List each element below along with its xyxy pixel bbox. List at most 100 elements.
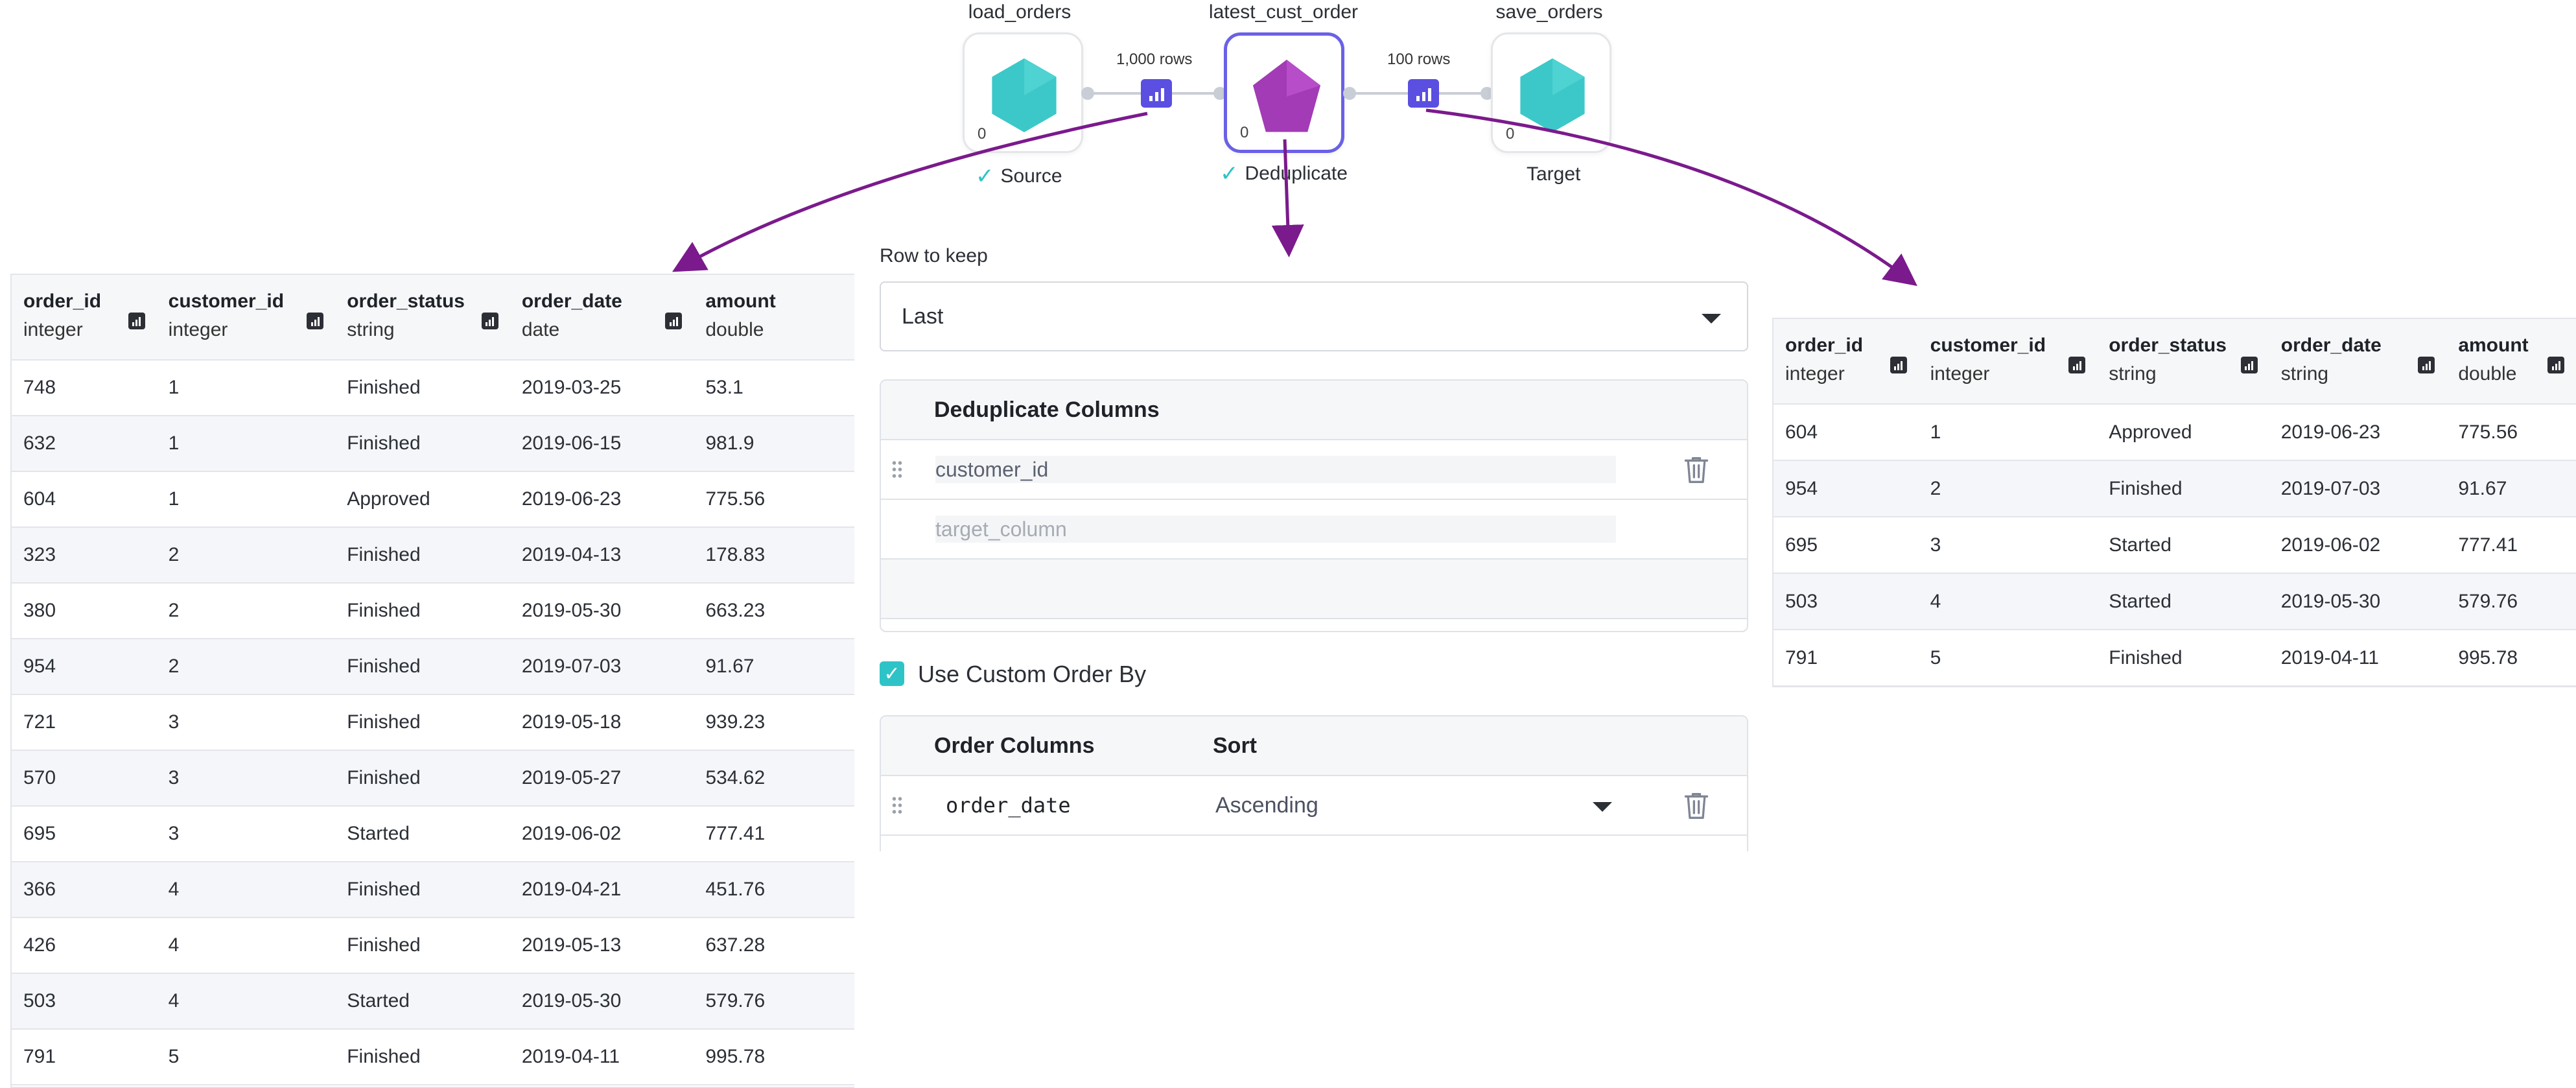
trash-icon[interactable]: [1682, 790, 1711, 822]
table-cell: Approved: [2109, 421, 2192, 443]
table-cell: 775.56: [705, 488, 766, 510]
table-cell: 604: [1785, 421, 1818, 443]
node-name-latest-cust-order: latest_cust_order: [1208, 1, 1359, 23]
table-cell: Finished: [2109, 646, 2183, 668]
table-cell: 91.67: [2458, 477, 2507, 499]
table-cell: 2019-04-11: [521, 1046, 620, 1067]
table-cell: 2019-06-23: [2280, 421, 2381, 443]
order-columns-panel: Order Columns Sort order_date Ascending: [880, 715, 1748, 851]
column-header[interactable]: amount double: [2446, 319, 2576, 403]
column-stats-icon[interactable]: [2418, 357, 2435, 373]
column-stats-icon[interactable]: [307, 313, 324, 329]
dedupe-columns-panel: Deduplicate Columns customer_id target_c…: [880, 379, 1748, 632]
dedupe-column-placeholder-input[interactable]: target_column: [935, 515, 1616, 543]
table-cell: 366: [23, 879, 56, 900]
edge-port: [1343, 87, 1356, 100]
table-cell: 775.56: [2458, 421, 2518, 443]
edge-port: [1213, 87, 1226, 100]
sort-select[interactable]: Ascending: [1215, 793, 1318, 818]
column-stats-icon[interactable]: [2240, 357, 2258, 373]
table-cell: 1: [168, 377, 180, 398]
table-cell: Finished: [347, 377, 421, 398]
table-cell: 2019-07-03: [2280, 477, 2381, 499]
column-header[interactable]: order_status string: [2097, 319, 2269, 403]
column-header[interactable]: customer_id integer: [157, 275, 336, 359]
table-cell: Approved: [347, 488, 430, 510]
node-load-orders[interactable]: 0: [963, 32, 1083, 153]
table-cell: Finished: [347, 767, 421, 788]
edge-port: [1481, 87, 1493, 100]
table-cell: 1: [1930, 421, 1941, 443]
dedupe-column-input[interactable]: customer_id: [935, 456, 1616, 483]
column-stats-icon[interactable]: [2547, 357, 2564, 373]
arrow-to-input-table: [672, 112, 1148, 272]
sort-header: Sort: [1213, 733, 1257, 758]
trash-icon[interactable]: [1682, 455, 1711, 486]
list-item: target_column: [881, 500, 1747, 560]
table-cell: 2019-06-02: [521, 823, 622, 844]
table-cell: Finished: [347, 711, 421, 733]
column-stats-icon[interactable]: [665, 313, 683, 329]
table-cell: 426: [23, 934, 56, 956]
table-cell: 2019-05-27: [521, 767, 622, 788]
order-column-name[interactable]: order_date: [946, 793, 1071, 818]
chevron-down-icon[interactable]: [1593, 802, 1612, 812]
table-cell: 748: [23, 377, 56, 398]
drag-handle-icon[interactable]: [891, 796, 903, 815]
column-stats-icon[interactable]: [481, 313, 498, 329]
table-cell: 2: [168, 656, 180, 677]
table-cell: 1: [168, 432, 180, 454]
list-item: customer_id: [881, 440, 1747, 500]
table-cell: 534.62: [705, 767, 766, 788]
column-header[interactable]: customer_id integer: [1919, 319, 2098, 403]
table-cell: 2019-03-25: [521, 377, 622, 398]
table-row: 604 1 Approved 2019-06-23 775.56: [1774, 405, 2576, 461]
table-cell: 4: [168, 934, 180, 956]
table-cell: 2019-05-30: [2280, 590, 2381, 612]
column-header[interactable]: order_id integer: [1774, 319, 1919, 403]
node-status-deduplicate: ✓ Deduplicate: [1220, 161, 1348, 186]
data-preview-icon[interactable]: [1408, 79, 1439, 108]
node-latest-cust-order[interactable]: 0: [1224, 32, 1344, 153]
table-cell: 777.41: [2458, 534, 2518, 556]
column-header[interactable]: order_status string: [335, 275, 510, 359]
table-cell: 939.23: [705, 711, 766, 733]
column-header[interactable]: order_date date: [510, 275, 694, 359]
table-cell: 1: [168, 488, 180, 510]
table-cell: 503: [1785, 590, 1818, 612]
table-cell: Finished: [347, 1046, 421, 1067]
table-cell: Finished: [2109, 477, 2183, 499]
table-cell: Finished: [347, 544, 421, 565]
drag-handle-icon[interactable]: [891, 460, 903, 479]
table-cell: 3: [168, 711, 180, 733]
column-stats-icon[interactable]: [128, 313, 145, 329]
chevron-down-icon: [1702, 314, 1721, 324]
row-to-keep-select[interactable]: Last: [880, 281, 1748, 351]
data-preview-icon[interactable]: [1141, 79, 1172, 108]
table-cell: 2019-04-21: [521, 879, 622, 900]
column-header[interactable]: amount double: [705, 290, 776, 340]
node-save-orders[interactable]: 0: [1491, 32, 1611, 153]
column-header[interactable]: order_id integer: [12, 275, 157, 359]
column-stats-icon[interactable]: [2068, 357, 2086, 373]
column-stats-icon[interactable]: [1890, 357, 1907, 373]
row-to-keep-label: Row to keep: [880, 245, 988, 266]
table-cell: 791: [23, 1046, 56, 1067]
table-cell: 954: [1785, 477, 1818, 499]
custom-order-checkbox[interactable]: ✓: [880, 661, 904, 686]
table-cell: 5: [1930, 646, 1941, 668]
table-cell: 791: [1785, 646, 1818, 668]
table-cell: Started: [2109, 534, 2172, 556]
node-name-load-orders: load_orders: [968, 1, 1071, 23]
edge-row-count: 1,000 rows: [1116, 51, 1193, 68]
column-header[interactable]: order_date string: [2269, 319, 2447, 403]
